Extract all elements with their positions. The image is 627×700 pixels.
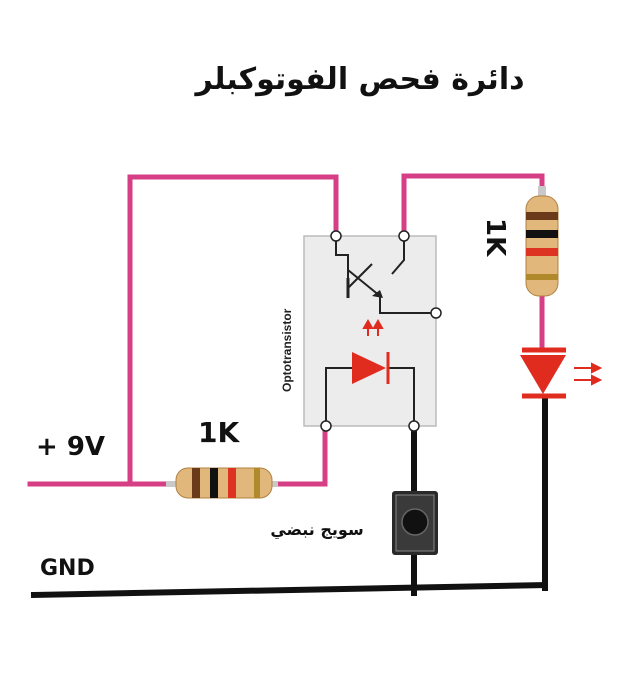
pin-anode xyxy=(320,420,332,432)
wire-gnd xyxy=(30,581,549,599)
ground-wires xyxy=(30,397,549,599)
wire-supply-loop xyxy=(27,174,339,487)
transistor-arrow-icon xyxy=(372,290,383,298)
page-title: دائرة فحص الفوتوكبلر xyxy=(195,62,525,97)
supply-label: + 9V xyxy=(36,432,106,462)
pin-collector xyxy=(330,230,342,242)
resistor-right-label: 1K xyxy=(480,218,510,257)
led-emission-icon xyxy=(574,362,603,386)
external-led xyxy=(520,320,603,399)
pin-emitter-top xyxy=(398,230,410,242)
light-arrows-icon xyxy=(362,318,384,336)
resistor-right xyxy=(525,186,559,297)
internal-led-icon xyxy=(352,352,386,384)
wire-collector xyxy=(401,173,545,239)
optocoupler xyxy=(303,230,442,432)
optocoupler-label: Optotransistor xyxy=(280,308,294,392)
resistor-left-label: 1K xyxy=(198,416,240,449)
led-icon xyxy=(520,355,566,394)
switch-button-icon xyxy=(401,508,429,536)
wire-to-anode xyxy=(269,425,328,487)
ground-label: GND xyxy=(40,556,95,581)
resistor-left xyxy=(166,467,278,499)
optocoupler-body xyxy=(303,235,437,427)
switch-label: سويج نبضي xyxy=(270,520,364,539)
pin-cathode xyxy=(408,420,420,432)
pin-base xyxy=(430,307,442,319)
push-switch xyxy=(392,491,438,555)
